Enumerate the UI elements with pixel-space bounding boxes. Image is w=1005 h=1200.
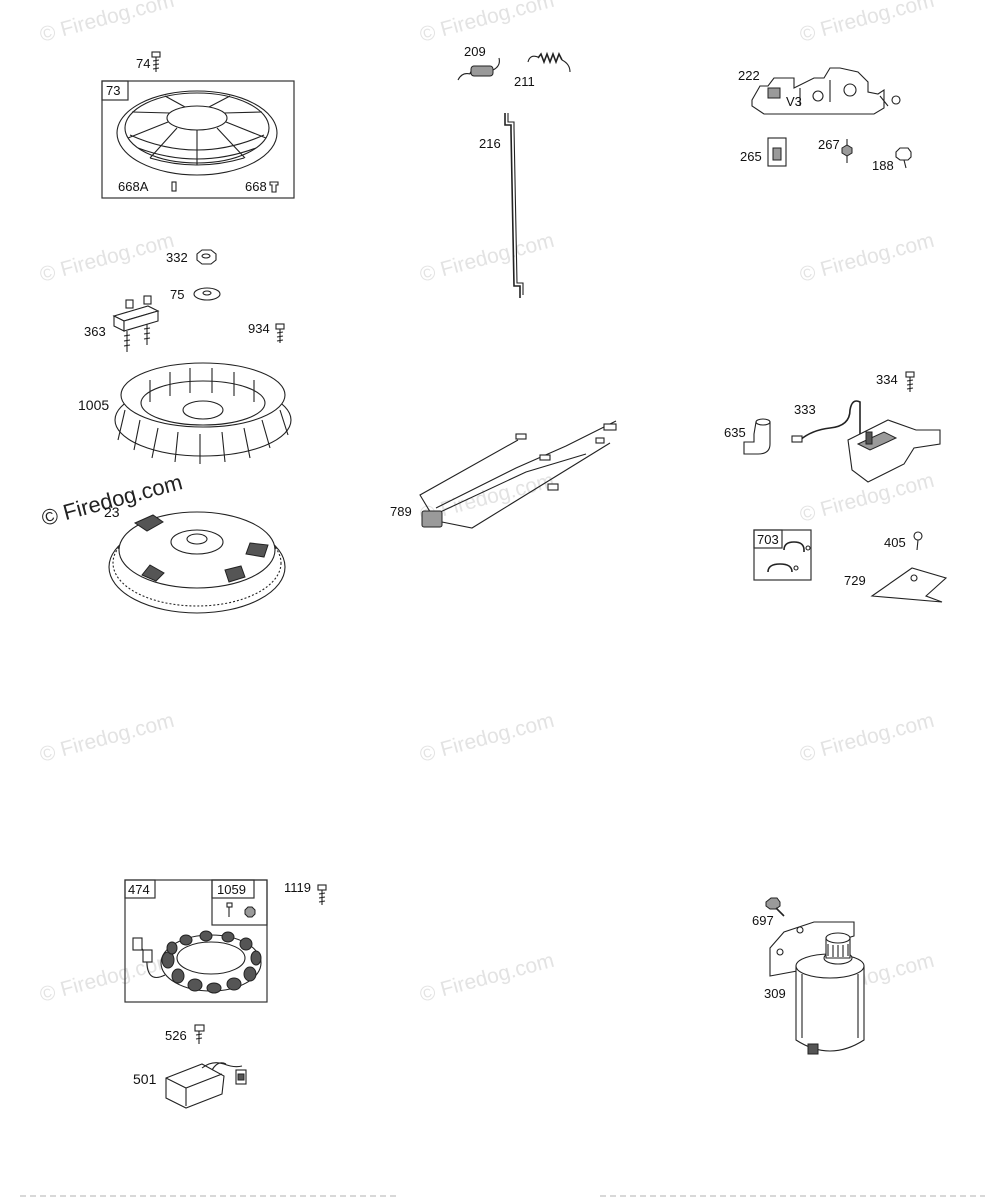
part-label-703: 703 [757,532,779,547]
part-209-spring-icon[interactable] [457,57,500,81]
part-668-pin-icon[interactable] [269,181,279,193]
part-label-333: 333 [794,402,816,417]
part-label-267: 267 [818,137,840,152]
part-label-211: 211 [514,74,535,89]
part-729-shield-icon[interactable] [870,567,948,603]
part-label-501: 501 [133,1071,157,1087]
part-211-spring-icon[interactable] [527,51,571,73]
part-73-label-box [101,80,129,101]
watermark: © Firedog.com [417,709,556,767]
part-1119-screw-icon[interactable] [317,884,327,905]
part-501-regulator-icon[interactable] [165,1062,247,1109]
part-188-screw-icon[interactable] [895,147,912,169]
watermark: © Firedog.com [417,0,556,47]
part-789-wire-harness-icon[interactable] [419,420,617,529]
watermark: © Firedog.com [417,949,556,1007]
part-label-1059: 1059 [217,882,246,897]
part-label-1005: 1005 [78,397,109,413]
part-label-668: 668 [245,179,267,194]
part-label-334: 334 [876,372,898,387]
part-23-flywheel-icon[interactable] [108,511,286,614]
part-1059-hardware-icon[interactable] [226,902,256,918]
part-334-screw-icon[interactable] [905,371,915,392]
part-label-697: 697 [752,913,774,928]
part-label-526: 526 [165,1028,187,1043]
part-697-bolt-icon[interactable] [765,897,785,917]
part-label-363: 363 [84,324,106,339]
part-222-control-bracket-icon[interactable] [751,67,901,115]
part-label-74: 74 [136,56,150,71]
part-216-rod-icon[interactable] [504,113,524,298]
part-332-nut-icon[interactable] [196,249,217,265]
watermark: © Firedog.com [37,229,176,287]
part-1005-fan-icon[interactable] [114,362,292,464]
part-405-screw-icon[interactable] [913,531,923,551]
part-label-332: 332 [166,250,188,265]
part-703-clamp-icon[interactable] [767,541,811,573]
part-label-668A: 668A [118,179,149,194]
part-label-75: 75 [170,287,184,302]
part-73-box [101,80,295,199]
part-222-mark: V3 [786,94,802,109]
part-635-spark-plug-boot-icon[interactable] [743,418,771,455]
part-309-starter-motor-icon[interactable] [769,921,865,1055]
watermark: © Firedog.com [797,0,936,47]
part-label-73: 73 [106,83,120,98]
part-526-screw-icon[interactable] [194,1024,205,1044]
part-label-934: 934 [248,321,270,336]
part-265-clip-icon[interactable] [767,137,787,167]
watermark: © Firedog.com [417,229,556,287]
part-label-209: 209 [464,44,486,59]
part-474-stator-icon[interactable] [132,930,262,994]
part-267-screw-icon[interactable] [841,139,853,163]
part-73-blower-housing-icon[interactable] [116,90,278,176]
part-label-265: 265 [740,149,762,164]
watermark: © Firedog.com [37,0,176,47]
part-label-474: 474 [128,882,150,897]
watermark: © Firedog.com [797,229,936,287]
part-934-screw-icon[interactable] [275,323,285,343]
part-label-216: 216 [479,136,501,151]
part-label-222: 222 [738,68,760,83]
part-label-1119: 1119 [284,880,311,895]
part-333-ignition-coil-icon[interactable] [791,400,941,483]
part-label-23: 23 [104,504,120,520]
part-75-washer-icon[interactable] [193,287,221,301]
part-label-188: 188 [872,158,894,173]
watermark: © Firedog.com [797,709,936,767]
part-474-box [124,879,268,1003]
part-474-label-box [124,879,156,899]
part-label-309: 309 [764,986,786,1001]
part-74-screw-icon[interactable] [151,51,161,72]
part-1059-label-box [211,879,255,899]
part-label-405: 405 [884,535,906,550]
part-363-bracket-icon[interactable] [112,295,160,352]
part-label-729: 729 [844,573,866,588]
part-668A-pin-icon[interactable] [171,181,177,192]
watermark: © Firedog.com [37,709,176,767]
part-703-label-box [753,529,783,549]
part-label-635: 635 [724,425,746,440]
part-label-789: 789 [390,504,412,519]
